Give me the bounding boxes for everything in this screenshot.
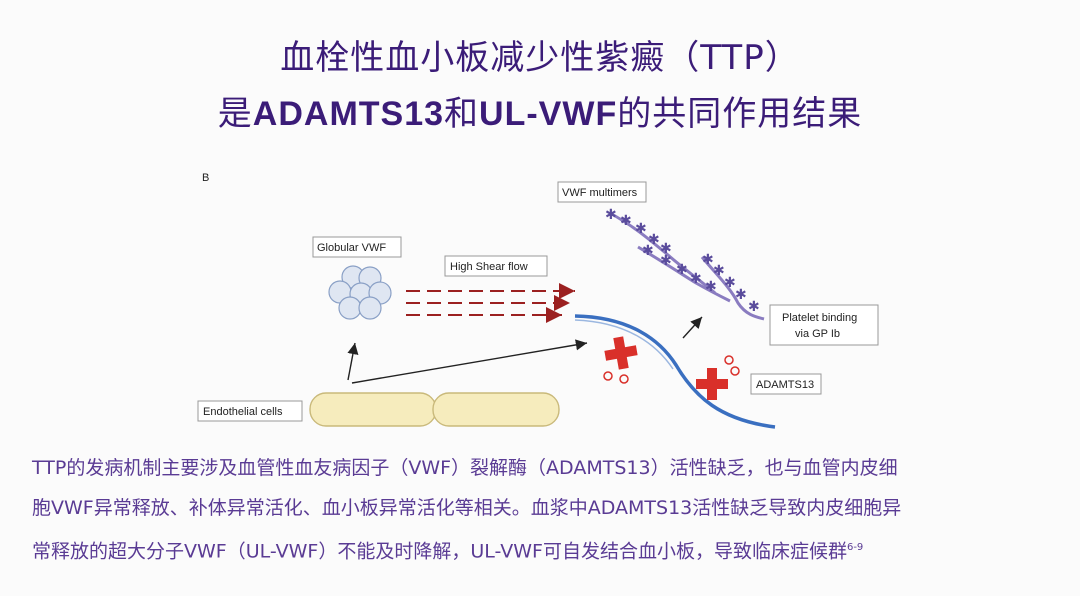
caption-text: TTP的发病机制主要涉及血管性血友病因子（VWF）裂解酶（ADAMTS13）活性… — [32, 448, 1052, 571]
svg-text:Platelet binding: Platelet binding — [782, 312, 857, 324]
svg-text:VWF multimers: VWF multimers — [562, 187, 638, 199]
svg-text:✱: ✱ — [620, 213, 632, 229]
title-mid: 和 — [444, 94, 480, 134]
svg-text:ADAMTS13: ADAMTS13 — [756, 379, 814, 391]
svg-text:✱: ✱ — [676, 262, 688, 278]
adamts13-label: ADAMTS13 — [750, 373, 822, 395]
svg-text:✱: ✱ — [724, 275, 736, 291]
platelet-binding-label: Platelet binding via GP Ib — [769, 304, 879, 346]
title-bold-adamts13: ADAMTS13 — [252, 95, 445, 133]
title-prefix: 是 — [217, 94, 253, 134]
svg-text:✱: ✱ — [690, 271, 702, 287]
globular-vwf-cluster-icon — [328, 265, 392, 320]
citation-superscript: 6-9 — [846, 542, 864, 553]
svg-text:✱: ✱ — [735, 287, 747, 303]
svg-text:✱: ✱ — [648, 232, 660, 248]
caption-line-1: TTP的发病机制主要涉及血管性血友病因子（VWF）裂解酶（ADAMTS13）活性… — [32, 457, 898, 479]
svg-text:Globular VWF: Globular VWF — [317, 242, 386, 254]
title-suffix: 的共同作用结果 — [617, 94, 863, 134]
high-shear-flow-label: High Shear flow — [444, 255, 548, 277]
svg-text:✱: ✱ — [660, 241, 672, 257]
vessel-wall — [574, 314, 776, 429]
caption-line-2: 胞VWF异常释放、补体异常活化、血小板异常活化等相关。血浆中ADAMTS13活性… — [32, 497, 902, 519]
svg-text:✱: ✱ — [635, 221, 647, 237]
endothelial-cells-icon — [309, 392, 560, 427]
panel-letter: B — [202, 172, 209, 184]
arrow-to-globular — [347, 342, 359, 381]
ttp-mechanism-diagram: B Globular VWF High Shear flow — [197, 172, 879, 429]
title-bold-ulvwf: UL-VWF — [479, 95, 618, 133]
vwf-multimer-strands-icon: ✱✱✱ ✱✱ ✱✱✱ ✱✱ ✱✱✱ ✱✱ — [605, 207, 765, 321]
svg-text:Endothelial cells: Endothelial cells — [203, 406, 283, 418]
shear-flow-arrows — [406, 283, 575, 323]
arrow-to-vessel — [351, 339, 588, 384]
svg-text:✱: ✱ — [605, 207, 617, 223]
slide-title-line1: 血栓性血小板减少性紫癜（TTP） — [280, 38, 800, 78]
endothelial-cells-label: Endothelial cells — [197, 400, 303, 422]
svg-text:✱: ✱ — [660, 253, 672, 269]
caption-line-3: 常释放的超大分子VWF（UL-VWF）不能及时降解，UL-VWF可自发结合血小板… — [32, 540, 864, 563]
svg-text:✱: ✱ — [642, 243, 654, 259]
svg-text:✱: ✱ — [705, 279, 717, 295]
arrow-to-multimers — [682, 316, 703, 339]
svg-text:High Shear flow: High Shear flow — [450, 261, 528, 273]
svg-text:✱: ✱ — [702, 252, 714, 268]
svg-text:✱: ✱ — [748, 299, 760, 315]
svg-text:✱: ✱ — [713, 263, 725, 279]
slide-title-line2: 是ADAMTS13和UL-VWF的共同作用结果 — [0, 86, 1080, 135]
vwf-multimers-label: VWF multimers — [557, 181, 647, 203]
adamts13-cross-icon-2 — [696, 355, 740, 400]
svg-text:via GP Ib: via GP Ib — [795, 328, 840, 340]
globular-vwf-label: Globular VWF — [312, 236, 402, 258]
adamts13-cross-icon-1 — [603, 336, 638, 384]
